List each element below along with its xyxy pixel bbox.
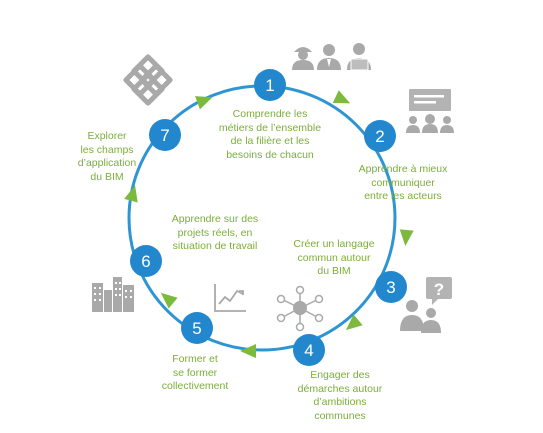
svg-text:5: 5	[192, 319, 201, 338]
step-node-3: 3	[375, 271, 407, 303]
workers-icon	[292, 43, 371, 71]
direction-arrow	[332, 90, 351, 104]
svg-text:4: 4	[304, 341, 313, 360]
growth-chart-icon	[214, 284, 246, 312]
step-node-4: 4	[293, 334, 325, 366]
svg-text:?: ?	[434, 280, 444, 299]
step-node-2: 2	[364, 120, 396, 152]
network-icon	[276, 285, 324, 332]
direction-arrow	[399, 229, 414, 246]
direction-arrow	[160, 292, 178, 309]
bim-cube-icon	[123, 54, 173, 106]
svg-text:1: 1	[265, 76, 274, 95]
step-node-7: 7	[149, 119, 181, 151]
direction-arrow	[345, 314, 363, 331]
svg-text:3: 3	[386, 278, 395, 297]
svg-text:2: 2	[375, 127, 384, 146]
question-person-icon: ?	[400, 277, 452, 333]
direction-arrow	[124, 185, 138, 203]
buildings-icon	[92, 277, 134, 312]
step-node-5: 5	[181, 312, 213, 344]
direction-arrow	[240, 344, 256, 358]
svg-text:7: 7	[160, 126, 169, 145]
step-node-1: 1	[254, 69, 286, 101]
direction-arrow	[195, 96, 213, 110]
meeting-icon	[406, 89, 454, 133]
step-node-6: 6	[130, 245, 162, 277]
svg-text:6: 6	[141, 252, 150, 271]
